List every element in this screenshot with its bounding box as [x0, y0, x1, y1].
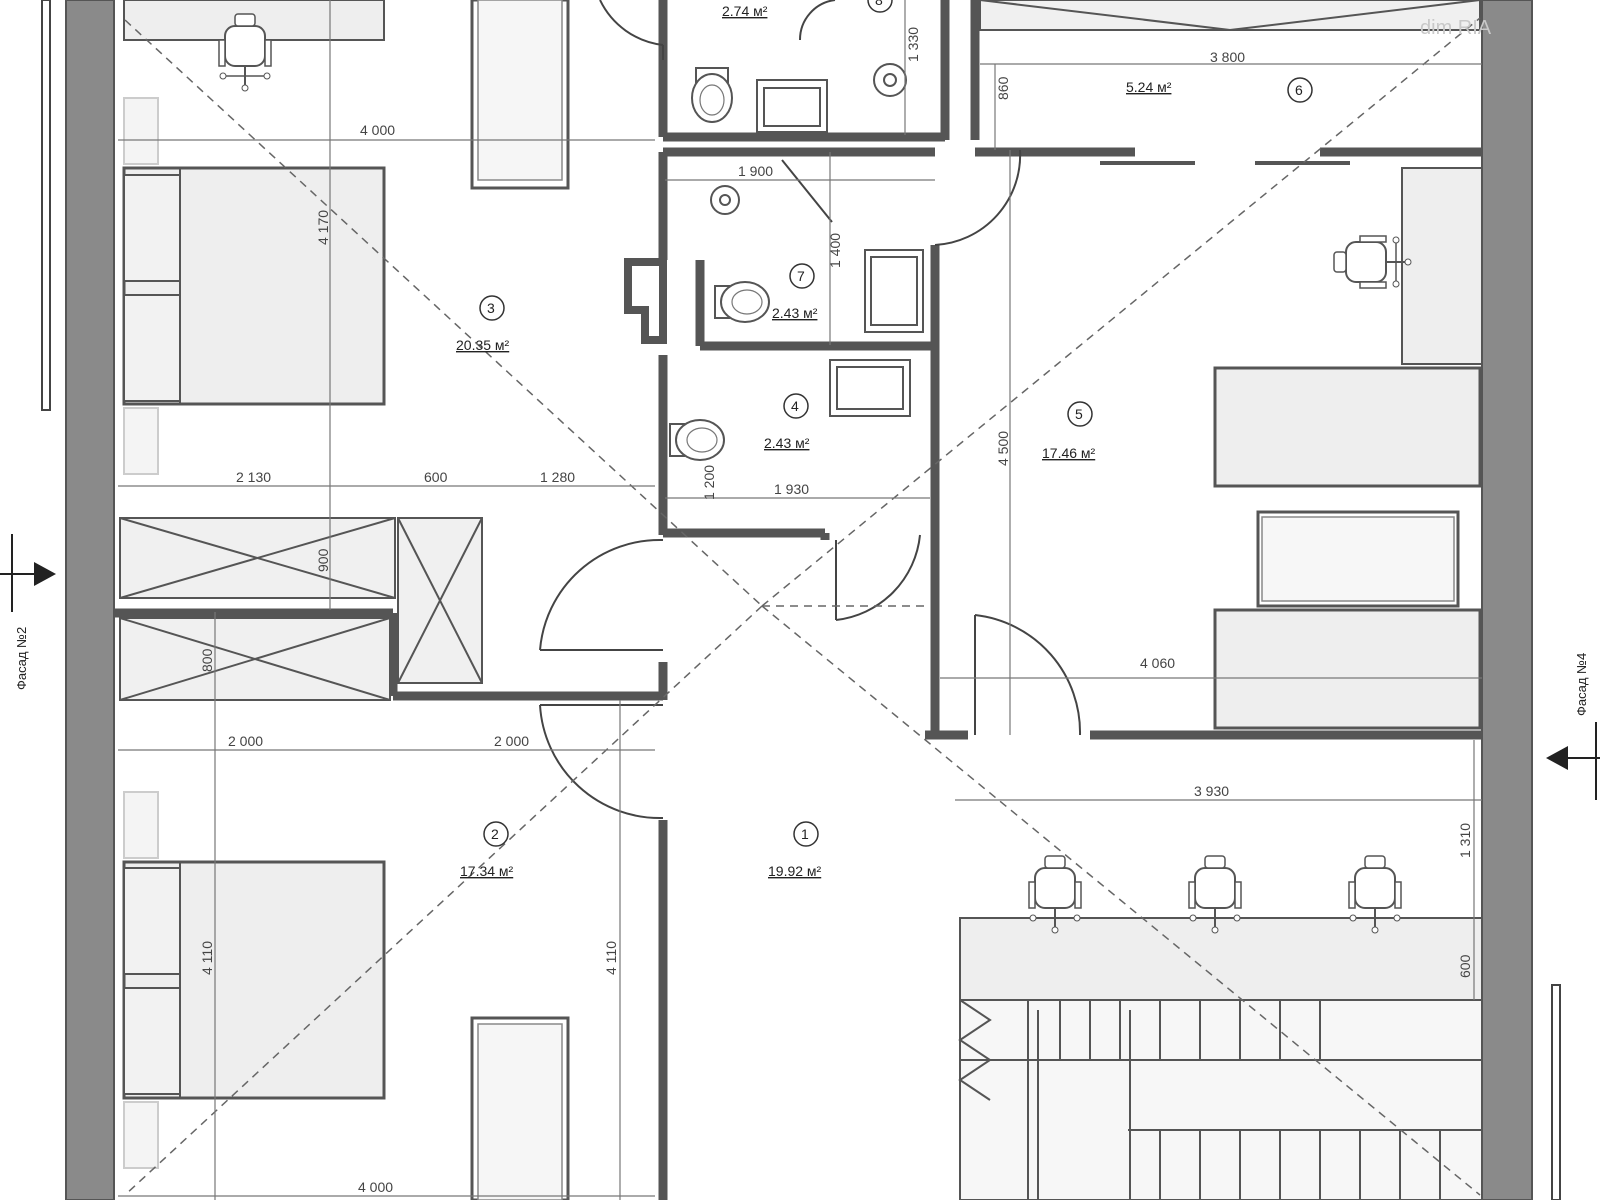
staircase — [958, 999, 1483, 1200]
toilet-room-8 — [691, 67, 733, 123]
dimension-labels: 4 000 4 170 1 900 1 400 1 330 3 800 860 … — [199, 27, 1473, 1195]
room-3-area: 20.35 м² — [456, 337, 510, 353]
dim-3800: 3 800 — [1210, 49, 1245, 65]
watermark-text: dim RIA — [1420, 17, 1492, 39]
dim-800: 800 — [199, 648, 215, 672]
desk-room-3 — [123, 0, 570, 190]
dim-4000-bottom: 4 000 — [358, 1179, 393, 1195]
room-1-marker: 1 19.92 м² — [768, 821, 822, 879]
room-8-marker: 8 2.74 м² — [722, 0, 893, 19]
room-2-number: 2 — [491, 826, 499, 842]
dim-4110-b: 4 110 — [603, 941, 619, 975]
dim-1200: 1 200 — [701, 465, 717, 500]
dim-4170: 4 170 — [315, 210, 331, 245]
dashed-diagonals — [124, 17, 1481, 1196]
kitchen-counter — [959, 917, 1483, 1001]
dim-1310: 1 310 — [1457, 823, 1473, 858]
desk-room-2 — [470, 1016, 570, 1200]
dim-4000-top: 4 000 — [360, 122, 395, 138]
dim-2130: 2 130 — [236, 469, 271, 485]
dim-860: 860 — [995, 76, 1011, 100]
room-4-number: 4 — [791, 398, 799, 414]
door-swings — [539, 0, 1082, 820]
dim-600-b: 600 — [1457, 954, 1473, 978]
beds-room-5 — [1213, 366, 1482, 730]
bed-room-3 — [122, 97, 386, 475]
bed-room-2 — [122, 791, 386, 1169]
room-1-area: 19.92 м² — [768, 863, 822, 879]
dimension-lines — [118, 0, 1482, 1200]
room-6-marker: 6 5.24 м² — [1126, 77, 1313, 103]
room-8-number: 8 — [875, 0, 883, 8]
room-2-marker: 2 17.34 м² — [460, 821, 514, 879]
room-7-marker: 7 2.43 м² — [772, 263, 818, 321]
dim-4110-a: 4 110 — [199, 941, 215, 975]
room-4-marker: 4 2.43 м² — [764, 393, 810, 451]
room-5-marker: 5 17.46 м² — [1042, 401, 1096, 461]
dim-900: 900 — [315, 548, 331, 572]
room-6-number: 6 — [1295, 82, 1303, 98]
dim-3930: 3 930 — [1194, 783, 1229, 799]
dim-4060: 4 060 — [1140, 655, 1175, 671]
watermark-logo: dim RIA — [1420, 17, 1492, 39]
room-8-area: 2.74 м² — [722, 3, 768, 19]
facade-marker-left: Фасад №2 — [0, 534, 56, 690]
dim-600-a: 600 — [424, 469, 448, 485]
dim-1280: 1 280 — [540, 469, 575, 485]
room-4-area: 2.43 м² — [764, 435, 810, 451]
room-5-area: 17.46 м² — [1042, 445, 1096, 461]
room-3-marker: 3 20.35 м² — [456, 295, 510, 353]
dim-1900: 1 900 — [738, 163, 773, 179]
facade-left-label: Фасад №2 — [14, 627, 29, 690]
facade-right-label: Фасад №4 — [1574, 653, 1589, 716]
dim-1330: 1 330 — [905, 27, 921, 62]
dim-1400: 1 400 — [827, 233, 843, 268]
toilet-room-4 — [669, 419, 725, 461]
room-6-area: 5.24 м² — [1126, 79, 1172, 95]
wardrobes — [119, 0, 1481, 701]
desk-room-5 — [1401, 167, 1483, 365]
pillar — [624, 258, 667, 344]
interior-walls — [114, 0, 1482, 1200]
room-3-number: 3 — [487, 300, 495, 316]
dim-2000-a: 2 000 — [228, 733, 263, 749]
toilet-room-7 — [714, 281, 770, 323]
dim-1930: 1 930 — [774, 481, 809, 497]
sinks — [710, 63, 924, 417]
room-7-area: 2.43 м² — [772, 305, 818, 321]
exterior-walls — [41, 0, 1561, 1200]
room-1-number: 1 — [801, 826, 809, 842]
dim-2000-b: 2 000 — [494, 733, 529, 749]
room-2-area: 17.34 м² — [460, 863, 514, 879]
dim-4500: 4 500 — [995, 431, 1011, 466]
chair-room-5 — [1333, 235, 1412, 289]
room-5-number: 5 — [1075, 406, 1083, 422]
facade-marker-right: Фасад №4 — [1546, 653, 1600, 800]
room-7-number: 7 — [797, 268, 805, 284]
